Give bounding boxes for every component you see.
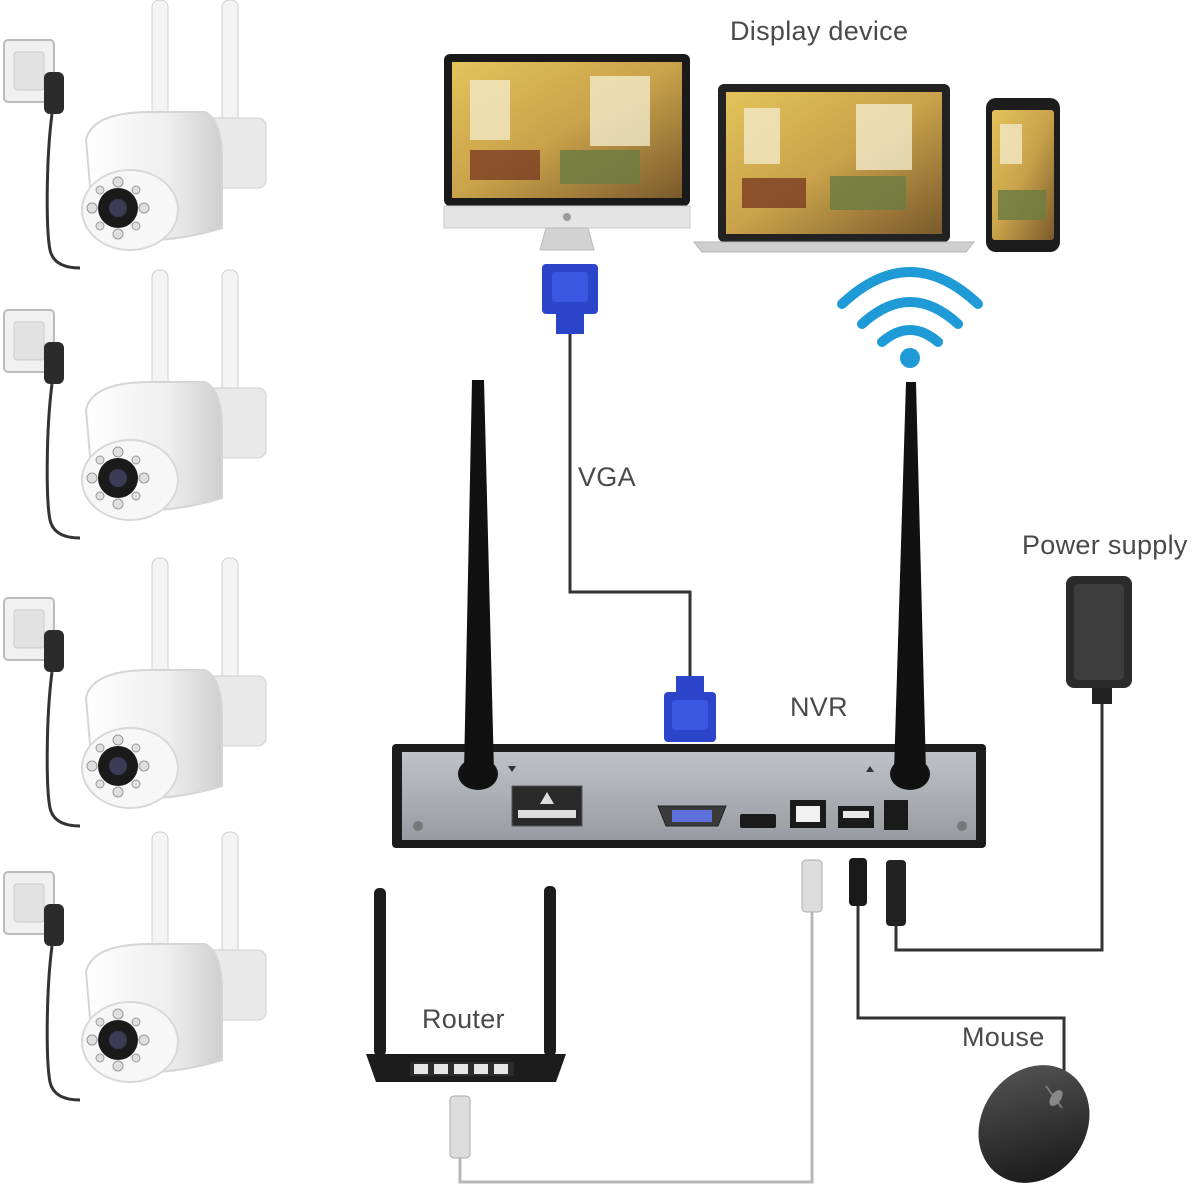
lan-plug-icon <box>801 859 823 913</box>
nvr-icon <box>392 744 986 848</box>
power-supply-label: Power supply <box>1022 530 1188 560</box>
nvr-label: NVR <box>790 692 848 722</box>
usb-plug-icon <box>849 858 867 906</box>
mouse-cable <box>856 905 1066 1074</box>
display-device-label: Display device <box>730 16 909 46</box>
dc-plug-icon <box>886 860 906 926</box>
ip-camera-icon <box>2 0 268 270</box>
ip-camera-icon <box>2 268 268 540</box>
vga-cable <box>568 332 692 682</box>
vga-label: VGA <box>578 462 636 492</box>
antenna-right <box>894 382 926 779</box>
router-label: Router <box>422 1004 505 1034</box>
mouse-icon <box>978 1065 1090 1183</box>
monitor-icon <box>443 54 691 251</box>
lan-plug-icon <box>449 1095 471 1159</box>
antenna-left <box>464 380 494 779</box>
ip-camera-icon <box>2 830 268 1102</box>
smartphone-icon <box>986 98 1060 252</box>
vga-connector-icon <box>542 264 598 334</box>
power-adapter-icon <box>1066 576 1132 704</box>
ip-camera-icon <box>2 556 268 828</box>
lan-cable <box>458 912 814 1184</box>
mouse-label: Mouse <box>962 1022 1045 1052</box>
laptop-icon <box>692 84 976 253</box>
power-cable <box>894 694 1104 952</box>
vga-connector-icon <box>664 676 716 742</box>
router-icon <box>366 886 566 1082</box>
wifi-icon <box>837 267 983 368</box>
